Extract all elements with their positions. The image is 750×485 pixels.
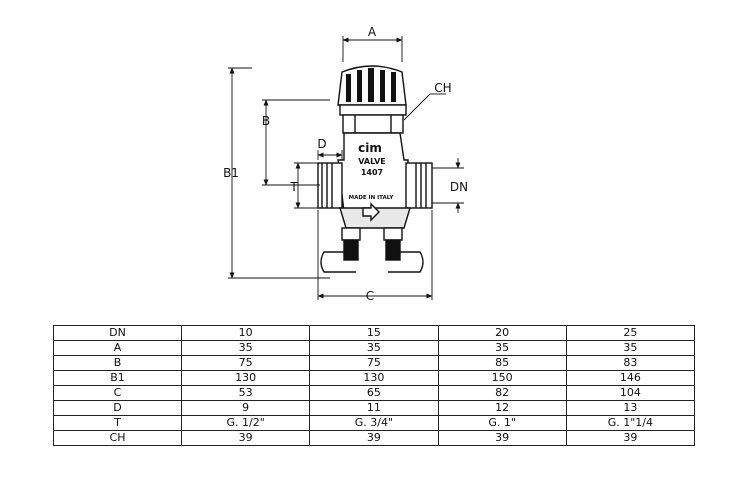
table-header-cell: 25 [565,325,696,341]
table-cell: 39 [309,430,439,446]
table-cell: B1 [53,370,182,386]
valve-technical-drawing: cim VALVE 1407 MADE IN ITALY [223,25,468,303]
dim-label-d: D [317,137,326,151]
retaining-loop-right [388,251,424,273]
table-cell: 146 [565,370,696,386]
table-cell: 130 [180,370,311,386]
table-header-cell: 20 [437,325,567,341]
table-cell: CH [53,430,182,446]
collar [339,104,407,116]
table-cell: G. 1"1/4 [565,415,696,431]
table-cell: 39 [437,430,567,446]
table-cell: 35 [309,340,439,356]
table-cell: 39 [565,430,696,446]
lower-body [339,207,411,229]
valve-illustration [317,65,433,273]
table-cell: 83 [565,355,696,371]
body-lettering: cim VALVE 1407 MADE IN ITALY [349,141,395,201]
table-cell: 9 [180,400,311,416]
table-cell: 75 [180,355,311,371]
table-cell: 35 [565,340,696,356]
table-header-cell: 10 [180,325,311,341]
dim-label-b: B [262,114,270,128]
table-cell: 82 [437,385,567,401]
table-cell: T [53,415,182,431]
table-cell: 39 [180,430,311,446]
test-port-right [383,227,403,241]
table-cell: C [53,385,182,401]
dim-label-c: C [366,289,374,303]
model-text: 1407 [361,168,383,177]
table-header-cell: 15 [309,325,439,341]
dimension-lines [228,36,464,300]
dim-label-a: A [368,25,377,39]
flow-arrow-icon [362,202,380,222]
table-cell: 130 [309,370,439,386]
hex-nut-ch [342,114,404,134]
table-header-row: DN 10 15 20 25 [53,325,696,341]
table-cell: 12 [437,400,567,416]
table-header-cell: DN [53,325,182,341]
table-cell: D [53,400,182,416]
table-cell: B [53,355,182,371]
table-cell: G. 1" [437,415,567,431]
table-cell: G. 1/2" [180,415,311,431]
right-threaded-end [405,162,433,209]
table-cell: 35 [437,340,567,356]
test-port-left [341,227,361,241]
table-cell: 35 [180,340,311,356]
table-cell: 53 [180,385,311,401]
table-cell: A [53,340,182,356]
table-cell: 104 [565,385,696,401]
table-cell: G. 3/4" [309,415,439,431]
handwheel-ribs [346,68,396,102]
made-in-text: MADE IN ITALY [349,195,395,201]
table-cell: 85 [437,355,567,371]
dim-label-t: T [289,180,298,194]
brand-text: cim [358,141,382,155]
table-cell: 11 [309,400,439,416]
table-cell: 65 [309,385,439,401]
table-cell: 13 [565,400,696,416]
dimension-labels: A CH B D B1 T DN C [223,25,468,303]
table-cell: 150 [437,370,567,386]
dim-label-ch: CH [434,81,451,95]
retaining-loop-left [320,251,356,273]
dim-label-b1: B1 [223,166,239,180]
dim-label-dn: DN [450,180,468,194]
valve-text: VALVE [358,157,386,166]
table-cell: 75 [309,355,439,371]
